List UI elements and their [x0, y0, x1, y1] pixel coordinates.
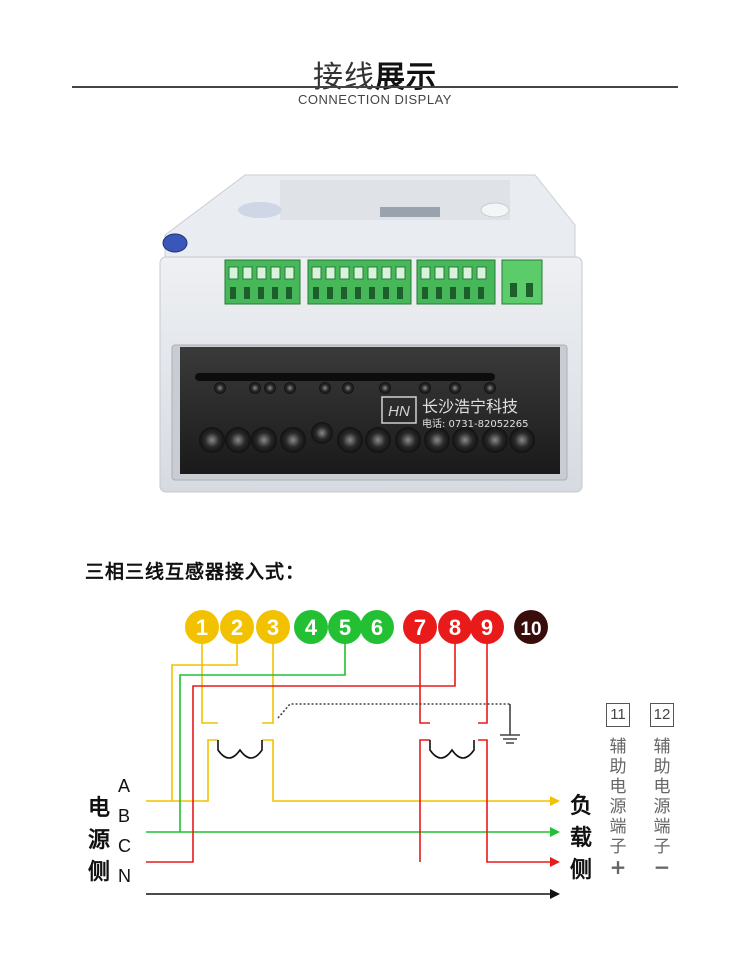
title-light: 接线 — [313, 60, 375, 95]
screw-icon — [162, 233, 188, 253]
aux-terminal-11-box: 11 — [606, 703, 630, 727]
terminal-4-circle — [294, 610, 328, 644]
terminal-6-label: 6 — [371, 615, 383, 640]
green-terminal-strip-2 — [307, 259, 412, 305]
terminal-2-circle — [220, 610, 254, 644]
title-bold: 展示 — [375, 60, 437, 95]
terminal-screw-row — [214, 382, 496, 394]
aux-terminal-12-box: 12 — [650, 703, 674, 727]
ground-icon — [500, 704, 520, 744]
dotted-link — [277, 703, 510, 719]
source-char-3: 侧 — [88, 860, 111, 885]
brand-watermark: HN 长沙浩宁科技 电话: 0731-82052265 — [381, 396, 529, 430]
wire-8 — [146, 641, 456, 863]
terminal-4-label: 4 — [305, 615, 318, 640]
wiring-lines — [146, 641, 560, 899]
load-char-2: 载 — [570, 826, 593, 851]
page-title: 接线展示 — [0, 52, 750, 96]
terminal-5-circle — [328, 610, 362, 644]
brand-name: 长沙浩宁科技 — [422, 397, 518, 416]
arrow-a — [550, 796, 560, 806]
terminal-9-circle — [470, 610, 504, 644]
green-terminal-strip-3 — [416, 259, 496, 305]
wire-3 — [262, 641, 550, 802]
wire-1 — [146, 641, 218, 802]
wire-2 — [171, 641, 238, 801]
source-char-1: 电 — [88, 796, 111, 821]
terminal-1-label: 1 — [196, 615, 208, 640]
terminal-5-label: 5 — [339, 615, 351, 640]
meter-photo: HN 长沙浩宁科技 电话: 0731-82052265 — [159, 174, 583, 493]
aux-terminal-12-text: 辅 助 电 源 端 子 − — [650, 737, 674, 877]
page-subtitle: CONNECTION DISPLAY — [298, 92, 452, 107]
meter-label-strip — [380, 207, 440, 217]
title-rule — [72, 86, 678, 88]
terminal-3-label: 3 — [267, 615, 279, 640]
terminal-1-circle — [185, 610, 219, 644]
terminal-7-label: 7 — [414, 615, 426, 640]
phase-b-label: B — [118, 806, 131, 826]
ct-coil-a — [217, 740, 263, 759]
phase-n-label: N — [118, 866, 131, 886]
terminal-10-label: 10 — [520, 619, 541, 640]
arrow-c — [550, 857, 560, 867]
load-char-3: 侧 — [570, 858, 593, 883]
terminal-8-label: 8 — [449, 615, 461, 640]
diagram-heading: 三相三线互感器接入式： — [85, 561, 306, 583]
green-terminal-strip-1 — [224, 259, 301, 305]
source-char-2: 源 — [88, 828, 111, 853]
terminal-9-label: 9 — [481, 615, 493, 640]
load-char-1: 负 — [570, 794, 593, 819]
green-terminal-strip-4 — [501, 259, 543, 305]
terminal-7-circle — [403, 610, 437, 644]
plus-sign: + — [609, 855, 627, 879]
terminal-10-circle — [514, 610, 548, 644]
aux-terminal-11-text: 辅 助 电 源 端 子 + — [606, 737, 630, 877]
terminal-3-circle — [256, 610, 290, 644]
wire-5 — [179, 641, 550, 833]
ct-coil-c — [429, 740, 475, 759]
terminal-hole-row — [199, 422, 535, 453]
arrow-n — [550, 889, 560, 899]
phase-a-label: A — [118, 776, 131, 796]
terminal-8-circle — [438, 610, 472, 644]
wire-9 — [478, 641, 550, 863]
brand-logo-mark: HN — [388, 403, 410, 420]
arrow-b — [550, 827, 560, 837]
terminal-6-circle — [360, 610, 394, 644]
wire-7 — [419, 641, 430, 862]
minus-sign: − — [653, 855, 671, 879]
meter-seal — [238, 202, 282, 218]
phase-c-label: C — [118, 836, 131, 856]
terminal-2-label: 2 — [231, 615, 243, 640]
brand-phone: 电话: 0731-82052265 — [422, 417, 529, 430]
